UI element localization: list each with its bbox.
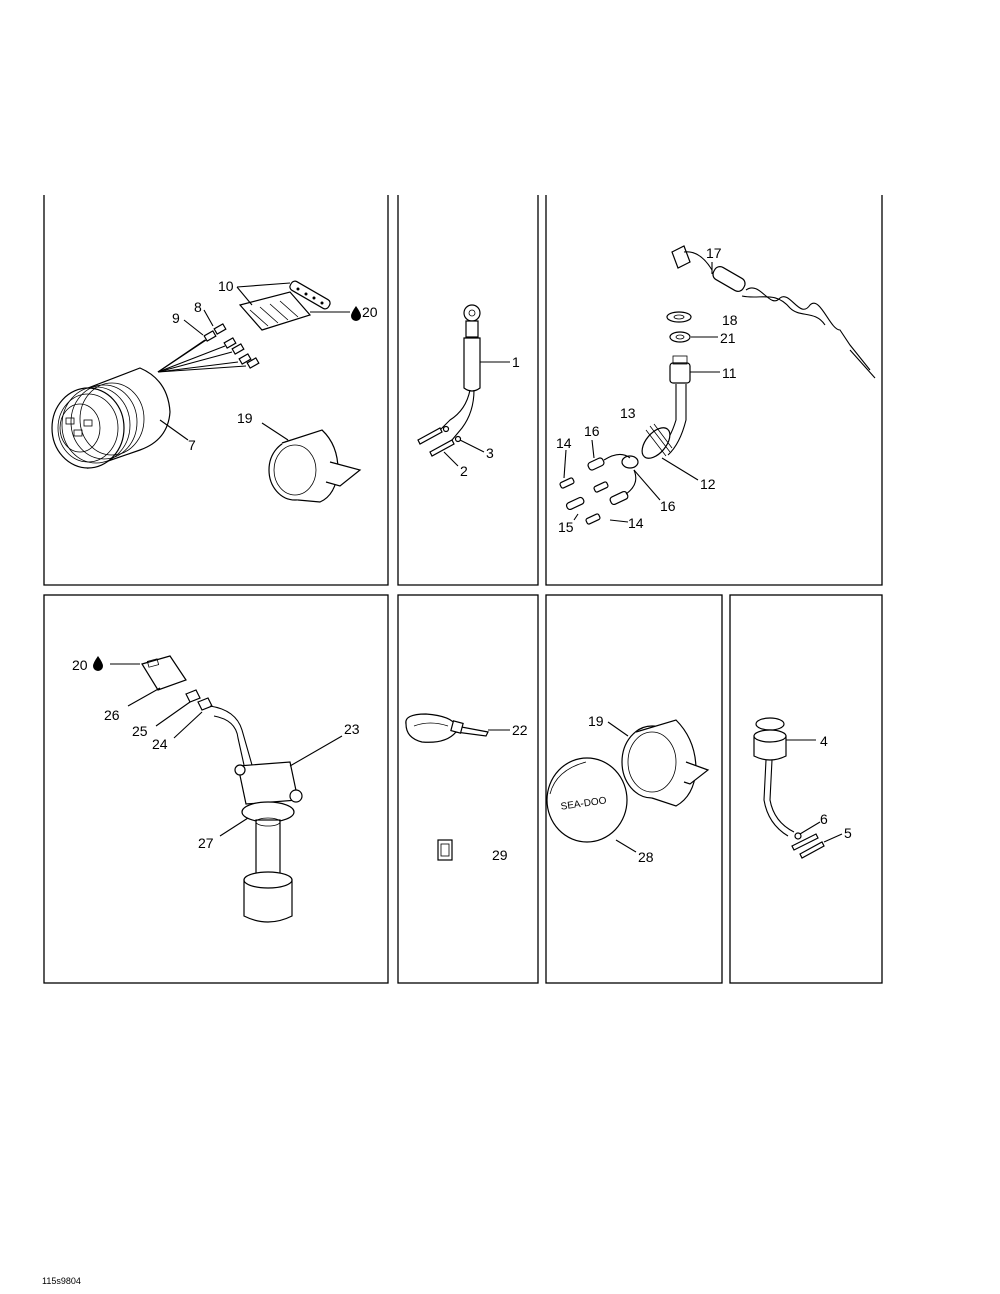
callout-17: 17 <box>706 245 722 261</box>
panel-frames <box>43 195 883 984</box>
washers <box>666 311 692 343</box>
callout-21: 21 <box>720 330 736 346</box>
callout-24: 24 <box>152 736 168 752</box>
cable-tie <box>405 713 489 743</box>
leader-lines-tr <box>563 262 720 523</box>
callout-28: 28 <box>638 849 654 865</box>
callout-9: 9 <box>172 310 180 326</box>
callout-26: 26 <box>104 707 120 723</box>
figure-reference-code: 115s9804 <box>42 1276 81 1286</box>
decal-label <box>437 839 453 861</box>
callout-22: 22 <box>512 722 528 738</box>
callout-27: 27 <box>198 835 214 851</box>
callout-3: 3 <box>486 445 494 461</box>
callout-4: 4 <box>820 733 828 749</box>
callout-14-upper: 14 <box>556 435 572 451</box>
temperature-sensor <box>439 304 481 441</box>
connector-lock <box>289 280 331 310</box>
connector-housing <box>238 291 312 331</box>
callout-15: 15 <box>558 519 574 535</box>
bezel-ring <box>268 429 362 503</box>
callout-10: 10 <box>218 278 234 294</box>
callout-23: 23 <box>344 721 360 737</box>
terminal-pins <box>203 323 260 369</box>
callout-20: 20 <box>362 304 378 320</box>
callout-29: 29 <box>492 847 508 863</box>
sensor-fitting <box>621 355 691 469</box>
callout-16-upper: 16 <box>584 423 600 439</box>
callout-14-lower: 14 <box>628 515 644 531</box>
callout-5: 5 <box>844 825 852 841</box>
callout-2: 2 <box>460 463 468 479</box>
leader-lines-tl <box>159 282 350 441</box>
leader-lines-tm <box>443 361 510 467</box>
callout-13: 13 <box>620 405 636 421</box>
callout-6: 6 <box>820 811 828 827</box>
bezel-ring <box>621 719 710 807</box>
callout-18: 18 <box>722 312 738 328</box>
gauge-assembly <box>51 367 171 469</box>
callout-25: 25 <box>132 723 148 739</box>
sensor-terminals <box>417 425 462 457</box>
oil-drop-icon <box>93 656 103 671</box>
callout-19: 19 <box>237 410 253 426</box>
callout-19: 19 <box>588 713 604 729</box>
callout-20: 20 <box>72 657 88 673</box>
leader-lines-bl <box>110 663 343 837</box>
oil-drop-icon <box>351 306 361 321</box>
callout-11: 11 <box>722 365 737 381</box>
gauge-cap: SEA-DOO <box>546 757 628 843</box>
callout-1: 1 <box>512 354 520 370</box>
temperature-switch <box>753 717 825 859</box>
leader-lines-br <box>786 739 843 843</box>
callout-12: 12 <box>700 476 716 492</box>
leader-lines-bc <box>607 721 637 853</box>
bullet-connectors <box>559 453 637 525</box>
callout-7: 7 <box>188 437 196 453</box>
callout-8: 8 <box>194 299 202 315</box>
cable-assembly <box>671 245 876 379</box>
callout-16-lower: 16 <box>660 498 676 514</box>
gauge-wires <box>157 333 247 373</box>
fuel-sender <box>141 655 303 923</box>
